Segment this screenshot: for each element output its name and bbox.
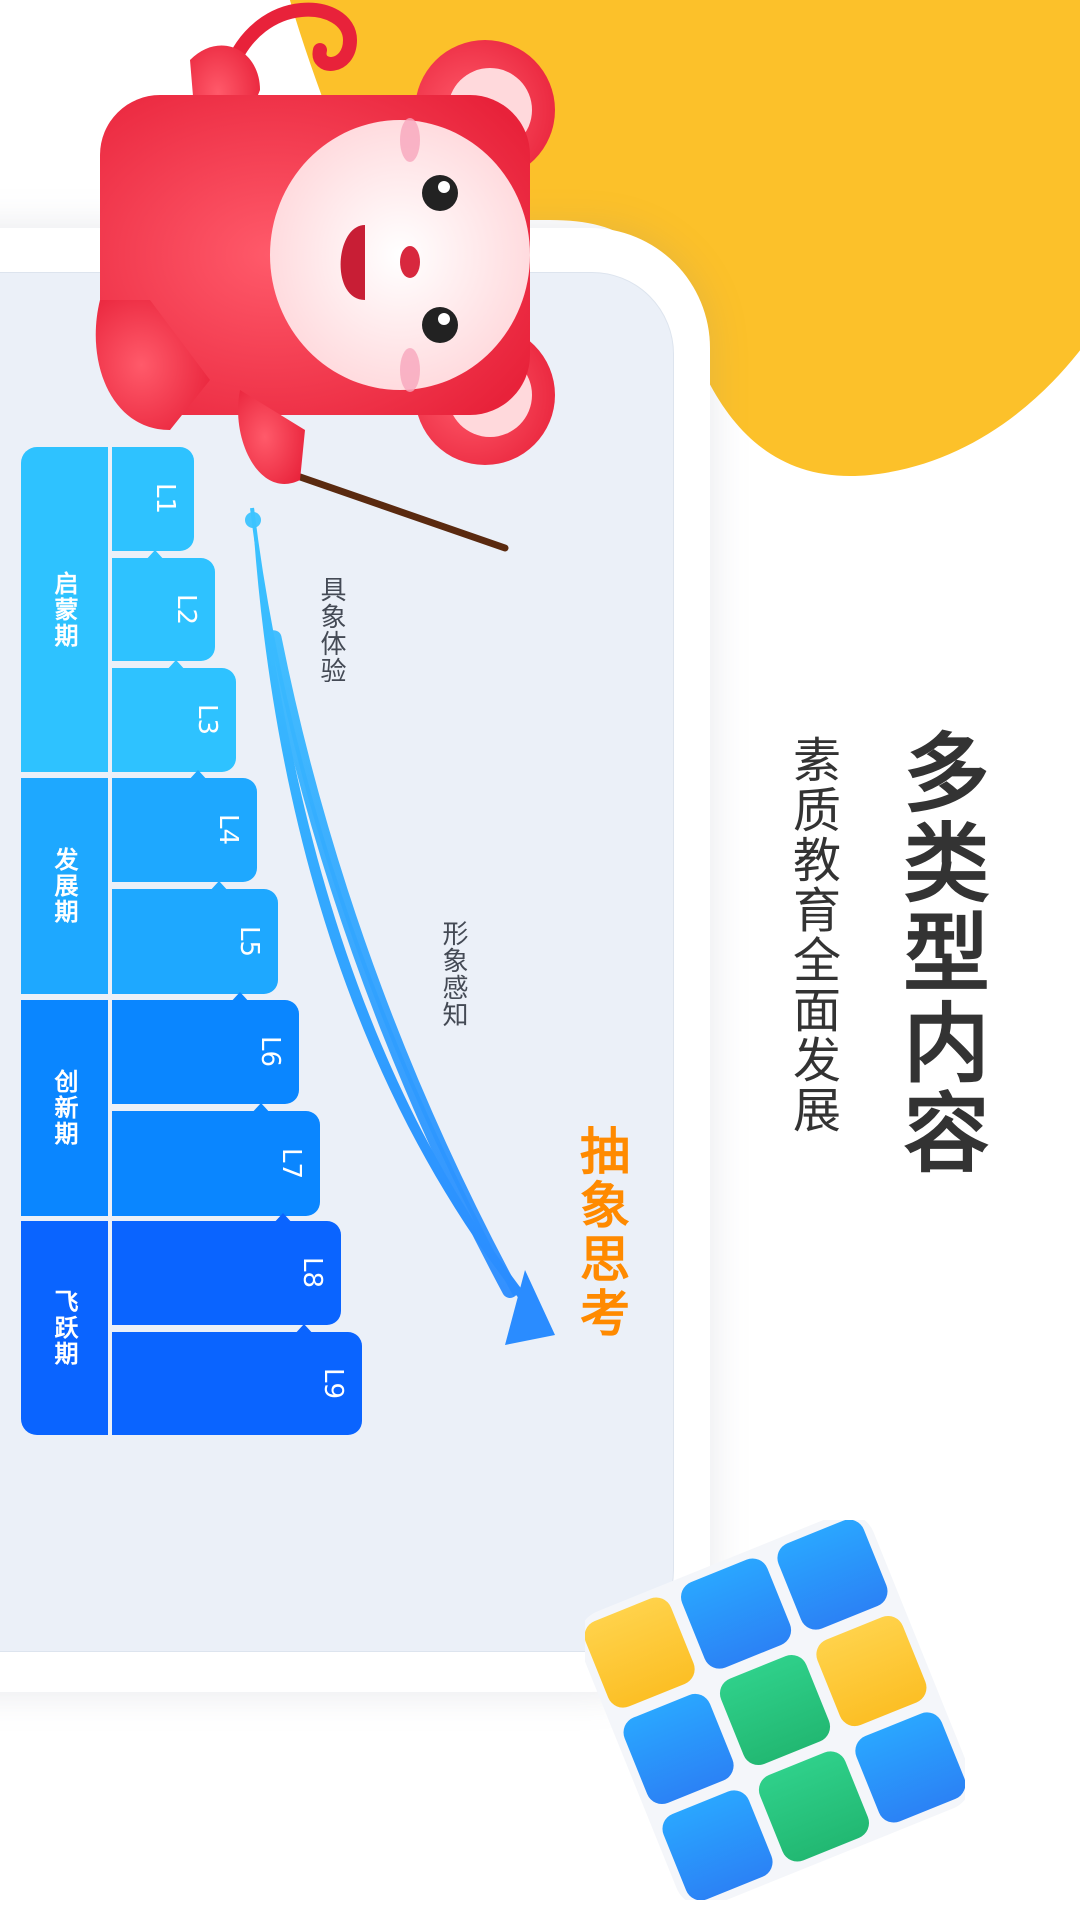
stage-label: 发展期 [50, 847, 78, 925]
label-concrete-experience: 具象体验 [316, 576, 346, 684]
level-step-l8: L8 [112, 1213, 341, 1325]
level-label: L3 [192, 704, 222, 736]
stage-label: 启蒙期 [50, 570, 78, 649]
label-abstract-thinking: 抽象思考 [572, 1125, 630, 1341]
stage-enlightenment: 启蒙期 [21, 447, 108, 772]
level-label: L2 [171, 593, 201, 626]
level-label: L9 [318, 1367, 348, 1400]
rubiks-cube-icon [585, 1520, 965, 1900]
level-step-l5: L5 [112, 881, 278, 994]
page-subtitle: 素质教育全面发展 [784, 735, 840, 1135]
level-step-l3: L3 [112, 660, 236, 772]
level-step-l1: L1 [112, 447, 194, 551]
level-label: L6 [255, 1036, 285, 1068]
level-label: L7 [276, 1147, 306, 1180]
level-label: L1 [150, 483, 180, 515]
stage-label: 飞跃期 [50, 1289, 78, 1367]
level-label: L8 [297, 1257, 327, 1289]
monkey-mascot-icon [95, 2, 555, 552]
level-step-l9: L9 [112, 1324, 362, 1435]
level-label: L4 [213, 814, 243, 846]
stage-leap: 飞跃期 [21, 1221, 108, 1435]
level-label: L5 [234, 925, 264, 958]
label-image-perception: 形象感知 [438, 920, 468, 1028]
level-step-l6: L6 [112, 992, 299, 1104]
level-step-l2: L2 [112, 550, 215, 661]
page-title: 多类型内容 [888, 728, 988, 1178]
stage-innovation: 创新期 [21, 1000, 108, 1216]
level-step-l4: L4 [112, 770, 257, 882]
level-step-l7: L7 [112, 1103, 320, 1216]
stage-label: 创新期 [50, 1069, 78, 1147]
stage-development: 发展期 [21, 778, 108, 994]
